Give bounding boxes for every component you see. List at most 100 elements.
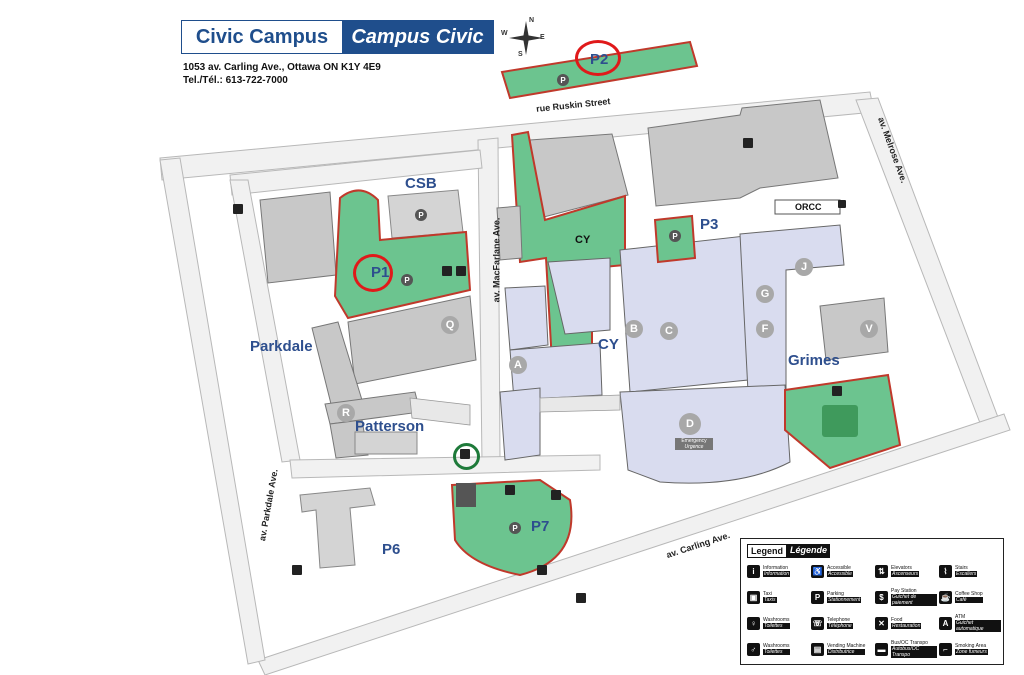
label-parkdale: Parkdale [250, 338, 313, 355]
label-p3: P3 [700, 216, 719, 233]
compass-n: N [529, 17, 535, 24]
legend-label-en: Coffee Shop [955, 591, 983, 597]
walkways [409, 394, 621, 426]
building-marker: V [860, 320, 878, 338]
legend-label-en: Stairs [955, 565, 968, 571]
building-marker: A [509, 356, 527, 374]
address-block: 1053 av. Carling Ave., Ottawa ON K1Y 4E9… [183, 61, 381, 87]
building-marker: B [625, 320, 643, 338]
legend-icon: ▬ [875, 642, 888, 656]
legend-label-en: Vending Machine [827, 643, 866, 649]
legend-icon: ♀ [747, 616, 760, 630]
legend-label-fr: Taxis [763, 597, 777, 603]
highlight-circle-p2 [575, 40, 621, 76]
legend-label-en: Bus/OC Transpo [891, 640, 928, 646]
legend-heading-en: Legend [747, 544, 788, 558]
emergency-fr: Urgence [684, 444, 704, 450]
legend-icon: ☏ [811, 616, 824, 630]
legend-label-en: Washrooms [763, 617, 790, 623]
parking-icon-p1: P [401, 274, 413, 286]
legend-label-en: Food [891, 617, 903, 623]
legend-icon: $ [875, 590, 888, 604]
legend-icon: ♂ [747, 642, 760, 656]
label-patterson: Patterson [355, 418, 425, 435]
legend-icon: A [939, 616, 952, 630]
building-north [647, 99, 839, 207]
building-marker: J [795, 258, 813, 276]
parking-icon-csb: P [415, 209, 427, 221]
building-marker: F [756, 320, 774, 338]
label-p6: P6 [382, 541, 401, 558]
building-marker: R [337, 404, 355, 422]
emergency-en: Emergency [681, 438, 707, 444]
legend-label-fr: Guichet automatique [955, 620, 1001, 632]
building-marker: C [660, 322, 678, 340]
compass-w: W [501, 30, 508, 37]
legend-label-en: Pay Station [891, 588, 917, 594]
title-french: Campus Civic [342, 21, 493, 53]
label-cy-bottom: CY [598, 336, 619, 353]
building-p6 [299, 487, 376, 569]
legend-icon: i [747, 564, 760, 578]
building-cy [496, 130, 629, 382]
legend-label-en: Taxi [763, 591, 772, 597]
legend-label-en: Smoking Area [955, 643, 987, 649]
parking-icon-p2: P [557, 74, 569, 86]
campus-title: Civic Campus Campus Civic [181, 20, 494, 54]
legend-label-en: ATM [955, 614, 966, 620]
legend-label-fr: Distributrice [827, 649, 866, 655]
compass-rose-icon: N S E W [501, 17, 545, 58]
phone-line: Tel./Tél.: 613-722-7000 [183, 75, 288, 86]
label-csb: CSB [405, 175, 437, 192]
legend-label-fr: Ascenseurs [891, 571, 920, 577]
label-grimes: Grimes [788, 352, 840, 369]
building-marker: D [679, 413, 701, 435]
street-macfarlane: av. MacFarlane Ave. [491, 217, 502, 303]
legend-label-en: Telephone [827, 617, 851, 623]
compass-s: S [518, 51, 523, 58]
legend-icon: ⌇ [939, 564, 952, 578]
legend-icon: ☕ [939, 590, 952, 604]
parking-lot-grimes [784, 373, 902, 470]
label-orcc: ORCC [795, 202, 822, 212]
highlight-circle-p1 [353, 254, 393, 292]
label-emergency: Emergency Urgence [675, 438, 713, 450]
legend-icon: ✕ [875, 616, 888, 630]
legend-heading-fr: Légende [787, 544, 831, 558]
legend-label-en: Parking [827, 591, 844, 597]
label-cy-top: CY [575, 234, 591, 246]
address-line: 1053 av. Carling Ave., Ottawa ON K1Y 4E9 [183, 62, 381, 73]
building-west [259, 191, 337, 284]
legend-label-fr: Toilettes [763, 649, 790, 655]
building-v [819, 297, 889, 361]
legend-icon: ♿ [811, 564, 824, 578]
legend-label-en: Elevators [891, 565, 912, 571]
legend-label-fr: Stationnement [827, 597, 862, 603]
legend-label-fr: Information [763, 571, 791, 577]
building-marker: G [756, 285, 774, 303]
legend-label-en: Washrooms [763, 643, 790, 649]
legend-label-fr: Restauration [891, 623, 922, 629]
highlight-circle-taxi [453, 443, 480, 470]
label-p7: P7 [531, 518, 550, 535]
building-marker: Q [441, 316, 459, 334]
title-english: Civic Campus [182, 21, 342, 53]
legend-label-fr: Café [955, 597, 983, 603]
legend-label-fr: Escaliers [955, 571, 978, 577]
parking-icon-p3: P [669, 230, 681, 242]
